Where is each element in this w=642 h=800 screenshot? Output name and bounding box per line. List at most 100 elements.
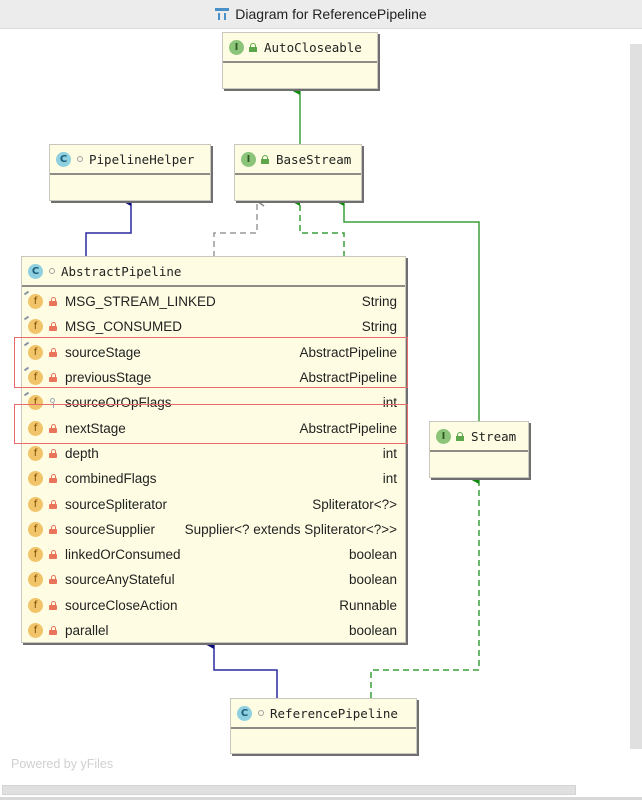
field-name: sourceStage xyxy=(65,344,141,360)
field-name: sourceOrOpFlags xyxy=(65,395,172,411)
private-lock-icon xyxy=(49,297,57,307)
package-private-icon xyxy=(49,268,55,274)
edge-abstractpipeline-basestream-green xyxy=(289,194,345,257)
powered-by-watermark: Powered by yFiles xyxy=(11,757,114,771)
class-icon: C xyxy=(56,151,71,167)
edge-abstractpipeline-basestream-gray xyxy=(213,201,257,257)
field-icon: f xyxy=(28,370,43,386)
field-name: parallel xyxy=(65,623,109,638)
field-row[interactable]: f sourceOrOpFlags int xyxy=(22,390,405,415)
field-type: Runnable xyxy=(339,597,397,613)
private-lock-icon xyxy=(49,448,57,458)
node-name: BaseStream xyxy=(276,151,352,167)
static-icon xyxy=(24,317,30,323)
field-icon: f xyxy=(28,547,43,563)
static-icon xyxy=(24,368,30,374)
package-private-icon xyxy=(77,156,83,162)
node-name: AutoCloseable xyxy=(264,39,362,55)
field-name: sourceSupplier xyxy=(65,521,156,537)
field-row[interactable]: f sourceSupplier Supplier<? extends Splite… xyxy=(22,517,405,542)
field-row[interactable]: f previousStage AbstractPipeline xyxy=(22,365,405,390)
vertical-scrollbar[interactable] xyxy=(630,44,642,749)
horizontal-scrollbar[interactable] xyxy=(2,785,576,795)
private-lock-icon xyxy=(49,575,57,585)
edge-referencepipeline-abstractpipeline xyxy=(203,637,278,698)
node-basestream[interactable]: I BaseStream xyxy=(234,144,362,201)
field-name: MSG_STREAM_LINKED xyxy=(65,294,216,310)
field-icon: f xyxy=(28,471,43,487)
field-type: AbstractPipeline xyxy=(299,420,397,436)
field-name: nextStage xyxy=(65,420,126,436)
field-type: boolean xyxy=(348,623,397,638)
node-header: I BaseStream xyxy=(235,145,361,175)
edge-stream-basestream xyxy=(333,194,480,421)
field-type: Supplier<? extends Spliterator<?>> xyxy=(184,521,397,537)
public-icon xyxy=(249,42,258,52)
field-icon: f xyxy=(28,597,43,613)
field-type: String xyxy=(361,319,397,335)
static-icon xyxy=(24,393,30,399)
field-row[interactable]: f nextStage AbstractPipeline xyxy=(22,415,405,440)
field-name: MSG_CONSUMED xyxy=(65,319,183,335)
private-lock-icon xyxy=(49,322,57,332)
field-icon: f xyxy=(28,344,43,360)
window-bottom-border xyxy=(0,797,642,800)
node-header: I AutoCloseable xyxy=(223,33,377,63)
private-lock-icon xyxy=(49,423,57,433)
private-lock-icon xyxy=(49,626,57,635)
diagram-icon xyxy=(215,8,230,20)
private-lock-icon xyxy=(49,373,57,383)
field-type: int xyxy=(382,395,397,411)
node-autocloseable[interactable]: I AutoCloseable xyxy=(222,32,378,89)
field-type: boolean xyxy=(348,547,397,563)
window-titlebar: Diagram for ReferencePipeline xyxy=(0,0,642,29)
static-icon xyxy=(24,343,30,349)
field-row[interactable]: f sourceAnyStateful boolean xyxy=(22,567,405,592)
node-name: ReferencePipeline xyxy=(270,705,398,721)
field-name: depth xyxy=(65,445,99,461)
node-stream[interactable]: I Stream xyxy=(429,421,529,478)
field-type: AbstractPipeline xyxy=(299,370,397,386)
interface-icon: I xyxy=(241,151,256,167)
field-row[interactable]: f combinedFlags int xyxy=(22,466,405,491)
node-name: Stream xyxy=(471,428,517,444)
field-icon: f xyxy=(28,420,43,436)
node-header: C ReferencePipeline xyxy=(231,699,416,729)
field-type: int xyxy=(382,471,397,487)
field-icon: f xyxy=(28,445,43,461)
class-icon: C xyxy=(28,263,43,279)
field-icon: f xyxy=(28,521,43,537)
private-lock-icon xyxy=(49,524,57,534)
private-lock-icon xyxy=(49,499,57,509)
field-name: combinedFlags xyxy=(65,471,157,487)
node-referencepipeline[interactable]: C ReferencePipeline xyxy=(230,698,417,754)
field-name: previousStage xyxy=(65,370,152,386)
private-lock-icon xyxy=(49,347,57,357)
field-row[interactable]: f depth int xyxy=(22,441,405,466)
public-icon xyxy=(456,431,465,441)
field-name: sourceAnyStateful xyxy=(65,572,175,588)
node-header: I Stream xyxy=(430,422,528,452)
node-pipelinehelper[interactable]: C PipelineHelper xyxy=(49,144,211,201)
edge-abstractpipeline-pipelinehelper xyxy=(85,194,132,257)
node-header: C PipelineHelper xyxy=(50,145,210,175)
package-private-icon xyxy=(49,397,57,408)
field-icon: f xyxy=(28,572,43,588)
edge-referencepipeline-stream xyxy=(370,472,480,698)
private-lock-icon xyxy=(49,600,57,610)
field-icon: f xyxy=(28,496,43,512)
field-name: sourceCloseAction xyxy=(65,597,178,613)
field-type: boolean xyxy=(348,572,397,588)
field-row[interactable]: f sourceCloseAction Runnable xyxy=(22,593,405,618)
field-icon: f xyxy=(28,395,43,411)
field-type: int xyxy=(382,445,397,461)
